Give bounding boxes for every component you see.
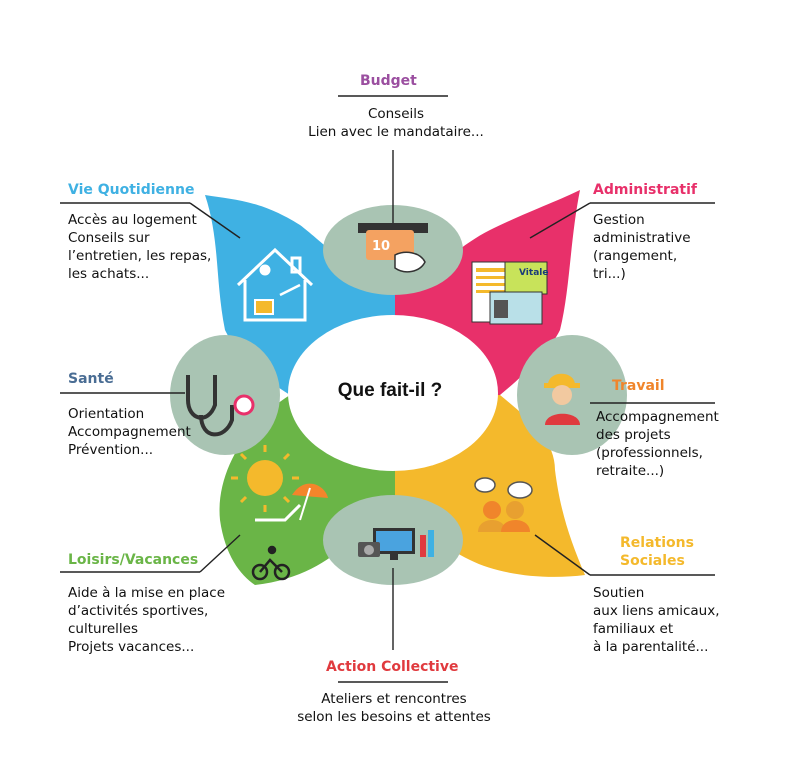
loisirs-line: Projets vacances... bbox=[68, 639, 195, 655]
loisirs-line: Aide à la mise en place bbox=[68, 585, 226, 601]
center-title: Que fait-il ? bbox=[337, 380, 443, 401]
travail-line: Accompagnement bbox=[596, 409, 719, 425]
action-desc: Ateliers et rencontres selon les besoins… bbox=[276, 690, 512, 726]
relations-title: Relations Sociales bbox=[620, 534, 694, 570]
loisirs-desc: Aide à la mise en place d’activités spor… bbox=[68, 584, 225, 656]
relations-line: à la parentalité... bbox=[593, 639, 709, 655]
vie-desc: Accès au logement Conseils sur l’entreti… bbox=[68, 211, 211, 283]
travail-line: des projets bbox=[596, 427, 671, 443]
loisirs-title: Loisirs/Vacances bbox=[68, 552, 199, 568]
action-title: Action Collective bbox=[326, 659, 459, 675]
sante-title: Santé bbox=[68, 371, 114, 387]
relations-line: Soutien bbox=[593, 585, 645, 601]
action-line: selon les besoins et attentes bbox=[297, 709, 491, 725]
loisirs-connector bbox=[199, 534, 241, 573]
house-icon bbox=[236, 247, 314, 322]
sante-line: Orientation bbox=[68, 406, 145, 422]
admin-line: tri...) bbox=[593, 266, 626, 282]
vitale-label: Vitale bbox=[519, 268, 548, 278]
vie-connector bbox=[189, 202, 241, 239]
vie-line: Conseils sur bbox=[68, 230, 150, 246]
travail-line: (professionnels, bbox=[596, 445, 703, 461]
computer-icon bbox=[358, 528, 434, 560]
vie-title: Vie Quotidienne bbox=[68, 182, 195, 198]
people-chat-icon bbox=[474, 477, 533, 532]
bike-icon bbox=[251, 545, 291, 581]
admin-line: administrative bbox=[593, 230, 691, 246]
admin-line: (rangement, bbox=[593, 248, 678, 264]
loisirs-line: d’activités sportives, bbox=[68, 603, 209, 619]
budget-line: Conseils bbox=[367, 106, 425, 122]
card-payment-icon: 10 bbox=[358, 223, 428, 273]
sun-beach-icon bbox=[231, 445, 328, 581]
worker-icon bbox=[544, 373, 580, 425]
vie-line: Accès au logement bbox=[68, 212, 197, 228]
travail-line: retraite...) bbox=[596, 463, 665, 479]
sante-line: Prévention... bbox=[68, 442, 154, 458]
relations-line: familiaux et bbox=[593, 621, 674, 637]
stethoscope-icon bbox=[186, 375, 255, 437]
admin-line: Gestion bbox=[593, 212, 645, 228]
action-line: Ateliers et rencontres bbox=[321, 691, 467, 707]
budget-desc: Conseils Lien avec le mandataire... bbox=[306, 105, 486, 141]
relations-desc: Soutien aux liens amicaux, familiaux et … bbox=[593, 584, 720, 656]
travail-desc: Accompagnement des projets (professionne… bbox=[596, 408, 719, 480]
center-ellipse bbox=[288, 315, 498, 471]
relations-title-line: Relations bbox=[620, 535, 694, 551]
admin-connector bbox=[529, 202, 591, 239]
admin-title: Administratif bbox=[593, 182, 697, 198]
travail-title: Travail bbox=[612, 378, 665, 394]
loisirs-line: culturelles bbox=[68, 621, 138, 637]
budget-line: Lien avec le mandataire... bbox=[308, 124, 484, 140]
relations-connector bbox=[534, 534, 591, 576]
relations-line: aux liens amicaux, bbox=[593, 603, 720, 619]
admin-desc: Gestion administrative (rangement, tri..… bbox=[593, 211, 691, 283]
documents-icon: Vitale bbox=[471, 261, 548, 325]
card-amount: 10 bbox=[372, 239, 390, 254]
sante-desc: Orientation Accompagnement Prévention... bbox=[68, 405, 191, 459]
vie-line: les achats... bbox=[68, 266, 150, 282]
budget-title: Budget bbox=[360, 73, 417, 89]
relations-title-line: Sociales bbox=[620, 553, 685, 569]
sante-line: Accompagnement bbox=[68, 424, 191, 440]
petal-sante bbox=[170, 335, 280, 455]
vie-line: l’entretien, les repas, bbox=[68, 248, 212, 264]
